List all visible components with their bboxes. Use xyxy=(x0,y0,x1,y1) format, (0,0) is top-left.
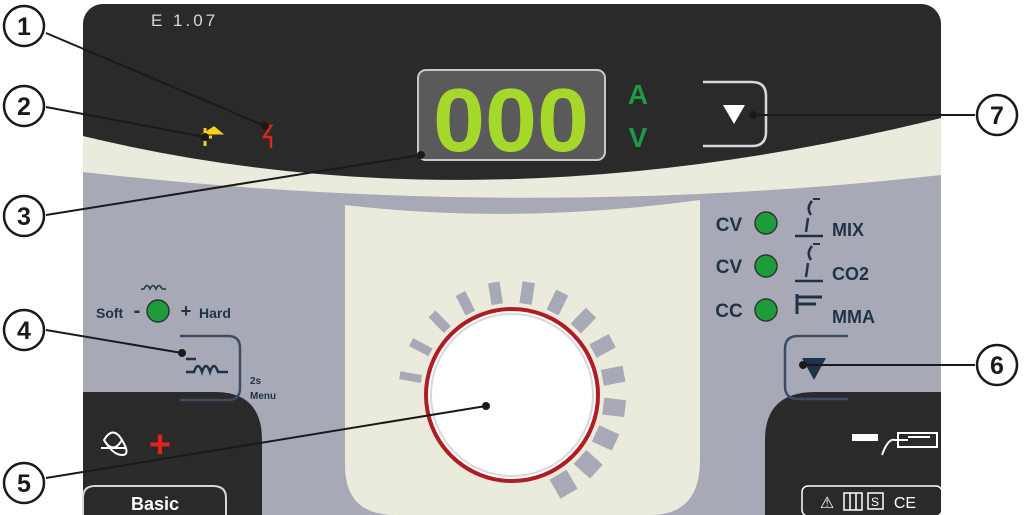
hold-time-label: 2s xyxy=(250,376,262,387)
knob-scale-segment xyxy=(570,307,597,334)
display-digits: 000 xyxy=(433,71,589,171)
ce-mark: CE xyxy=(894,495,916,512)
certification-marks: ⚠ S CE xyxy=(801,485,943,515)
chevron-down-icon xyxy=(723,105,745,124)
warning-sign-mark: ⚠ xyxy=(820,495,834,512)
knob-scale-segment xyxy=(488,281,503,306)
manual-icon xyxy=(843,492,863,511)
mode-type-cv-1: CV xyxy=(716,215,743,236)
basic-tab[interactable]: Basic xyxy=(82,485,227,515)
callout-anchor-dots xyxy=(178,111,807,410)
basic-tab-label: Basic xyxy=(131,494,179,514)
inductance-button[interactable] xyxy=(180,334,242,402)
hard-label: Hard xyxy=(199,305,231,321)
knob-scale-segment xyxy=(591,425,620,451)
inductance-icon xyxy=(141,284,166,291)
knob-scale-segment xyxy=(600,365,626,386)
mode-list: CV MIX CV CO2 CC MMA xyxy=(715,198,875,327)
knob-scale-segment xyxy=(602,397,627,418)
led-inductance xyxy=(146,299,170,323)
callout-6: 6 xyxy=(975,343,1019,387)
cream-band xyxy=(83,118,941,198)
inductance-setting: Soft - + Hard xyxy=(96,284,231,323)
mode-label-co2: CO2 xyxy=(832,264,869,284)
knob-scale-segment xyxy=(408,338,433,357)
polarity-connector-icon xyxy=(101,431,128,457)
lcd-display xyxy=(417,69,606,161)
svg-text:7: 7 xyxy=(990,102,1004,130)
hold-menu-label: Menu xyxy=(250,391,276,402)
knob-scale-segment xyxy=(546,289,569,316)
knob-scale xyxy=(399,281,627,499)
callout-5: 5 xyxy=(2,461,46,505)
control-knob[interactable] xyxy=(424,307,600,483)
callout-leaders xyxy=(45,32,975,479)
svg-text:4: 4 xyxy=(17,317,31,345)
firmware-version: E 1.07 xyxy=(151,11,218,30)
knob-inner-ring xyxy=(430,313,594,477)
svg-text:5: 5 xyxy=(17,470,31,498)
svg-text:3: 3 xyxy=(17,203,31,231)
knob-scale-segment xyxy=(399,371,423,383)
knob-scale-segment xyxy=(549,469,578,499)
positive-polarity-sign: + xyxy=(149,424,171,466)
led-mma xyxy=(754,298,778,322)
mode-label-mma: MMA xyxy=(832,307,875,327)
leader-3 xyxy=(45,154,422,216)
plus-label: + xyxy=(181,301,192,321)
svg-text:1: 1 xyxy=(17,13,31,41)
callout-3: 3 xyxy=(2,194,46,238)
unit-amperes: A xyxy=(628,79,648,110)
bottom-right-section xyxy=(765,392,941,515)
minus-label: - xyxy=(134,300,141,322)
led-mix xyxy=(754,211,778,235)
mode-type-cv-2: CV xyxy=(716,257,743,278)
electrode-holder-icon xyxy=(795,294,822,314)
leader-4 xyxy=(45,329,183,354)
negative-polarity-sign xyxy=(852,434,878,441)
callout-4: 4 xyxy=(2,308,46,352)
callout-1: 1 xyxy=(2,4,46,48)
knob-scale-segment xyxy=(573,449,603,479)
inductance-coil-icon xyxy=(186,357,228,376)
welding-cable-icon xyxy=(881,432,938,456)
leader-5 xyxy=(45,405,487,479)
knob-scale-segment xyxy=(428,310,451,333)
svg-text:6: 6 xyxy=(990,352,1004,380)
chevron-down-icon xyxy=(802,358,826,380)
mode-label-mix: MIX xyxy=(832,220,864,240)
leader-2 xyxy=(45,106,206,138)
soft-label: Soft xyxy=(96,305,124,321)
unit-volts: V xyxy=(629,122,648,153)
mode-select-button[interactable] xyxy=(783,334,848,401)
callout-2: 2 xyxy=(2,84,46,128)
knob-scale-segment xyxy=(455,290,476,316)
bottom-left-section xyxy=(83,392,262,515)
mig-torch-co2-icon xyxy=(795,243,823,283)
led-co2 xyxy=(754,254,778,278)
leader-1 xyxy=(45,32,266,127)
s-mark: S xyxy=(871,495,879,509)
mig-torch-icon xyxy=(795,198,823,238)
knob-scale-segment xyxy=(519,281,535,305)
knob-scale-segment xyxy=(589,333,616,358)
mode-type-cc: CC xyxy=(715,301,743,322)
callout-7: 7 xyxy=(975,93,1019,137)
svg-text:2: 2 xyxy=(17,93,31,121)
